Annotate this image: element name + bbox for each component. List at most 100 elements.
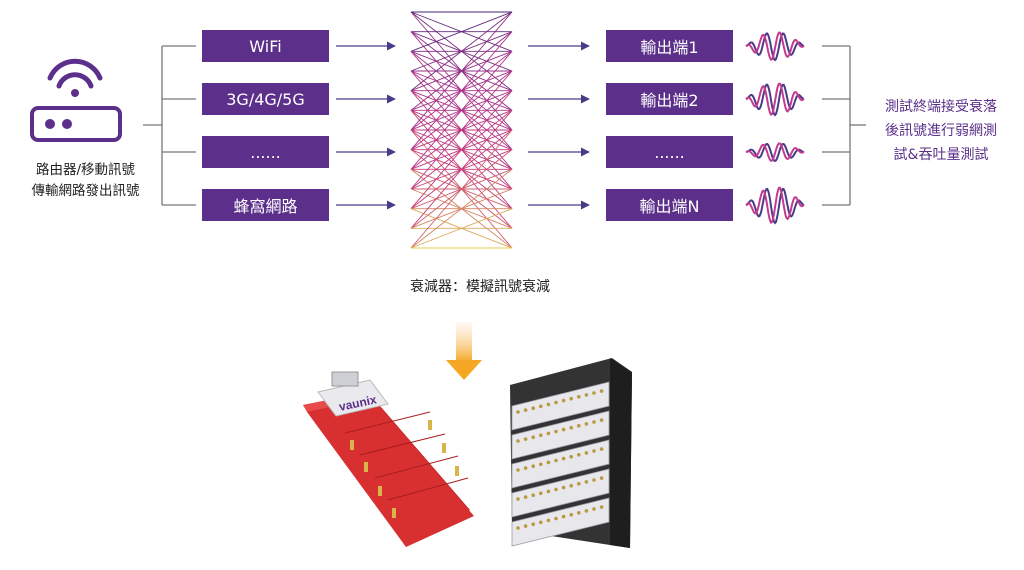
rack-connector xyxy=(516,526,520,530)
input-arrows xyxy=(336,41,396,210)
rack-connector xyxy=(523,466,528,470)
mesh-line xyxy=(410,90,513,209)
input-box-ellipsis: ...... xyxy=(202,136,329,168)
output-box-2: 輸出端2 xyxy=(606,83,733,115)
sine-wave-icon xyxy=(745,142,805,163)
router-caption: 路由器/移動訊號 傳輸網路發出訊號 xyxy=(18,160,153,202)
rack-connector xyxy=(577,453,581,457)
rack-connector xyxy=(592,507,596,511)
wifi-router-icon xyxy=(30,58,122,142)
rack-connector xyxy=(561,485,566,490)
input-box-cellular-network: 蜂窩網路 xyxy=(202,189,329,221)
rack-connector xyxy=(546,431,551,436)
rack-connector xyxy=(584,480,589,484)
output-box-n: 輸出端N xyxy=(606,189,733,221)
rack-connector xyxy=(599,389,604,393)
rack-connector xyxy=(523,408,528,412)
mesh-line xyxy=(410,168,513,249)
output-box-ellipsis: ...... xyxy=(606,136,733,168)
rack-connector xyxy=(546,460,551,465)
rack-connector xyxy=(599,505,604,509)
terminal-caption-line2: 後訊號進行弱網測 xyxy=(885,123,997,139)
rack-connector xyxy=(599,418,604,422)
output-box-1: 輸出端1 xyxy=(606,30,733,62)
rack-connector xyxy=(584,451,589,455)
input-box-wifi: WiFi xyxy=(202,30,329,62)
mesh-line xyxy=(410,11,513,92)
rack-connector xyxy=(539,433,543,438)
attenuator-mesh xyxy=(410,11,513,249)
wave-trace xyxy=(745,187,805,225)
rack-connector xyxy=(569,512,573,517)
rack-connector xyxy=(554,400,558,405)
rack-attenuator-device xyxy=(510,358,632,548)
sine-wave-icon xyxy=(745,31,805,62)
rack-connector xyxy=(577,482,581,486)
rack-connector xyxy=(516,410,520,414)
rack-connector xyxy=(531,493,535,498)
rack-unit-face xyxy=(511,410,610,460)
rack-unit-face xyxy=(511,468,610,518)
rack-unit-face xyxy=(511,439,610,489)
wave-group xyxy=(745,31,805,225)
wave-trace xyxy=(745,142,805,162)
rack-unit-face xyxy=(511,497,610,547)
rack-connector xyxy=(569,396,573,401)
wave-trace xyxy=(745,186,805,225)
mesh-line xyxy=(410,11,513,131)
rack-connector xyxy=(523,524,528,528)
rack-connector xyxy=(554,429,558,434)
rack-connector xyxy=(569,425,573,430)
mesh-line xyxy=(410,51,513,170)
rack-connector xyxy=(539,404,543,409)
gradient-down-arrow-icon xyxy=(446,322,482,380)
mesh-line xyxy=(410,129,513,249)
wave-trace xyxy=(745,83,805,117)
wave-trace xyxy=(745,32,805,62)
rack-connector xyxy=(577,424,581,428)
rack-connector xyxy=(592,449,596,453)
output-bracket xyxy=(822,45,866,206)
rack-connector xyxy=(546,489,551,494)
input-bracket xyxy=(143,45,196,206)
rack-connector xyxy=(561,398,566,403)
sine-wave-icon xyxy=(745,186,805,225)
rack-connector xyxy=(554,458,558,463)
rack-connector xyxy=(531,522,535,526)
wave-trace xyxy=(745,82,805,116)
rack-connector xyxy=(516,468,520,472)
mesh-line xyxy=(410,208,513,249)
router-caption-line1: 路由器/移動訊號 xyxy=(35,162,136,178)
mesh-line xyxy=(410,31,513,150)
input-box-cellular-3g4g5g: 3G/4G/5G xyxy=(202,83,329,115)
rack-connector xyxy=(554,487,558,492)
rack-connector xyxy=(592,478,596,482)
rack-connector xyxy=(531,406,535,411)
wave-trace xyxy=(745,31,805,62)
rack-connector xyxy=(546,402,551,407)
rack-connector xyxy=(561,427,566,432)
rack-connector xyxy=(584,393,589,397)
rack-connector xyxy=(577,511,581,515)
wave-trace xyxy=(745,142,805,163)
rack-connector xyxy=(516,497,520,501)
rack-connector xyxy=(569,454,573,459)
mesh-line xyxy=(410,70,513,190)
terminal-caption-line3: 試&吞吐量測試 xyxy=(893,147,989,163)
red-attenuator-device xyxy=(303,371,474,547)
rack-connector xyxy=(561,456,566,461)
rack-connector xyxy=(584,422,589,426)
output-arrows xyxy=(528,41,590,210)
mesh-line xyxy=(410,11,513,52)
rack-connector xyxy=(569,483,573,488)
terminal-test-caption: 測試終端接受衰落 後訊號進行弱網測 試&吞吐量測試 xyxy=(862,95,1020,167)
rack-connector xyxy=(577,395,581,399)
rack-unit-face xyxy=(511,381,610,431)
mesh-line xyxy=(410,110,513,229)
rack-connector xyxy=(561,514,566,519)
rack-connector xyxy=(516,439,520,443)
attenuator-caption: 衰減器：模擬訊號衰減 xyxy=(410,279,550,295)
rack-connector xyxy=(592,391,596,395)
rack-connector xyxy=(539,520,543,525)
